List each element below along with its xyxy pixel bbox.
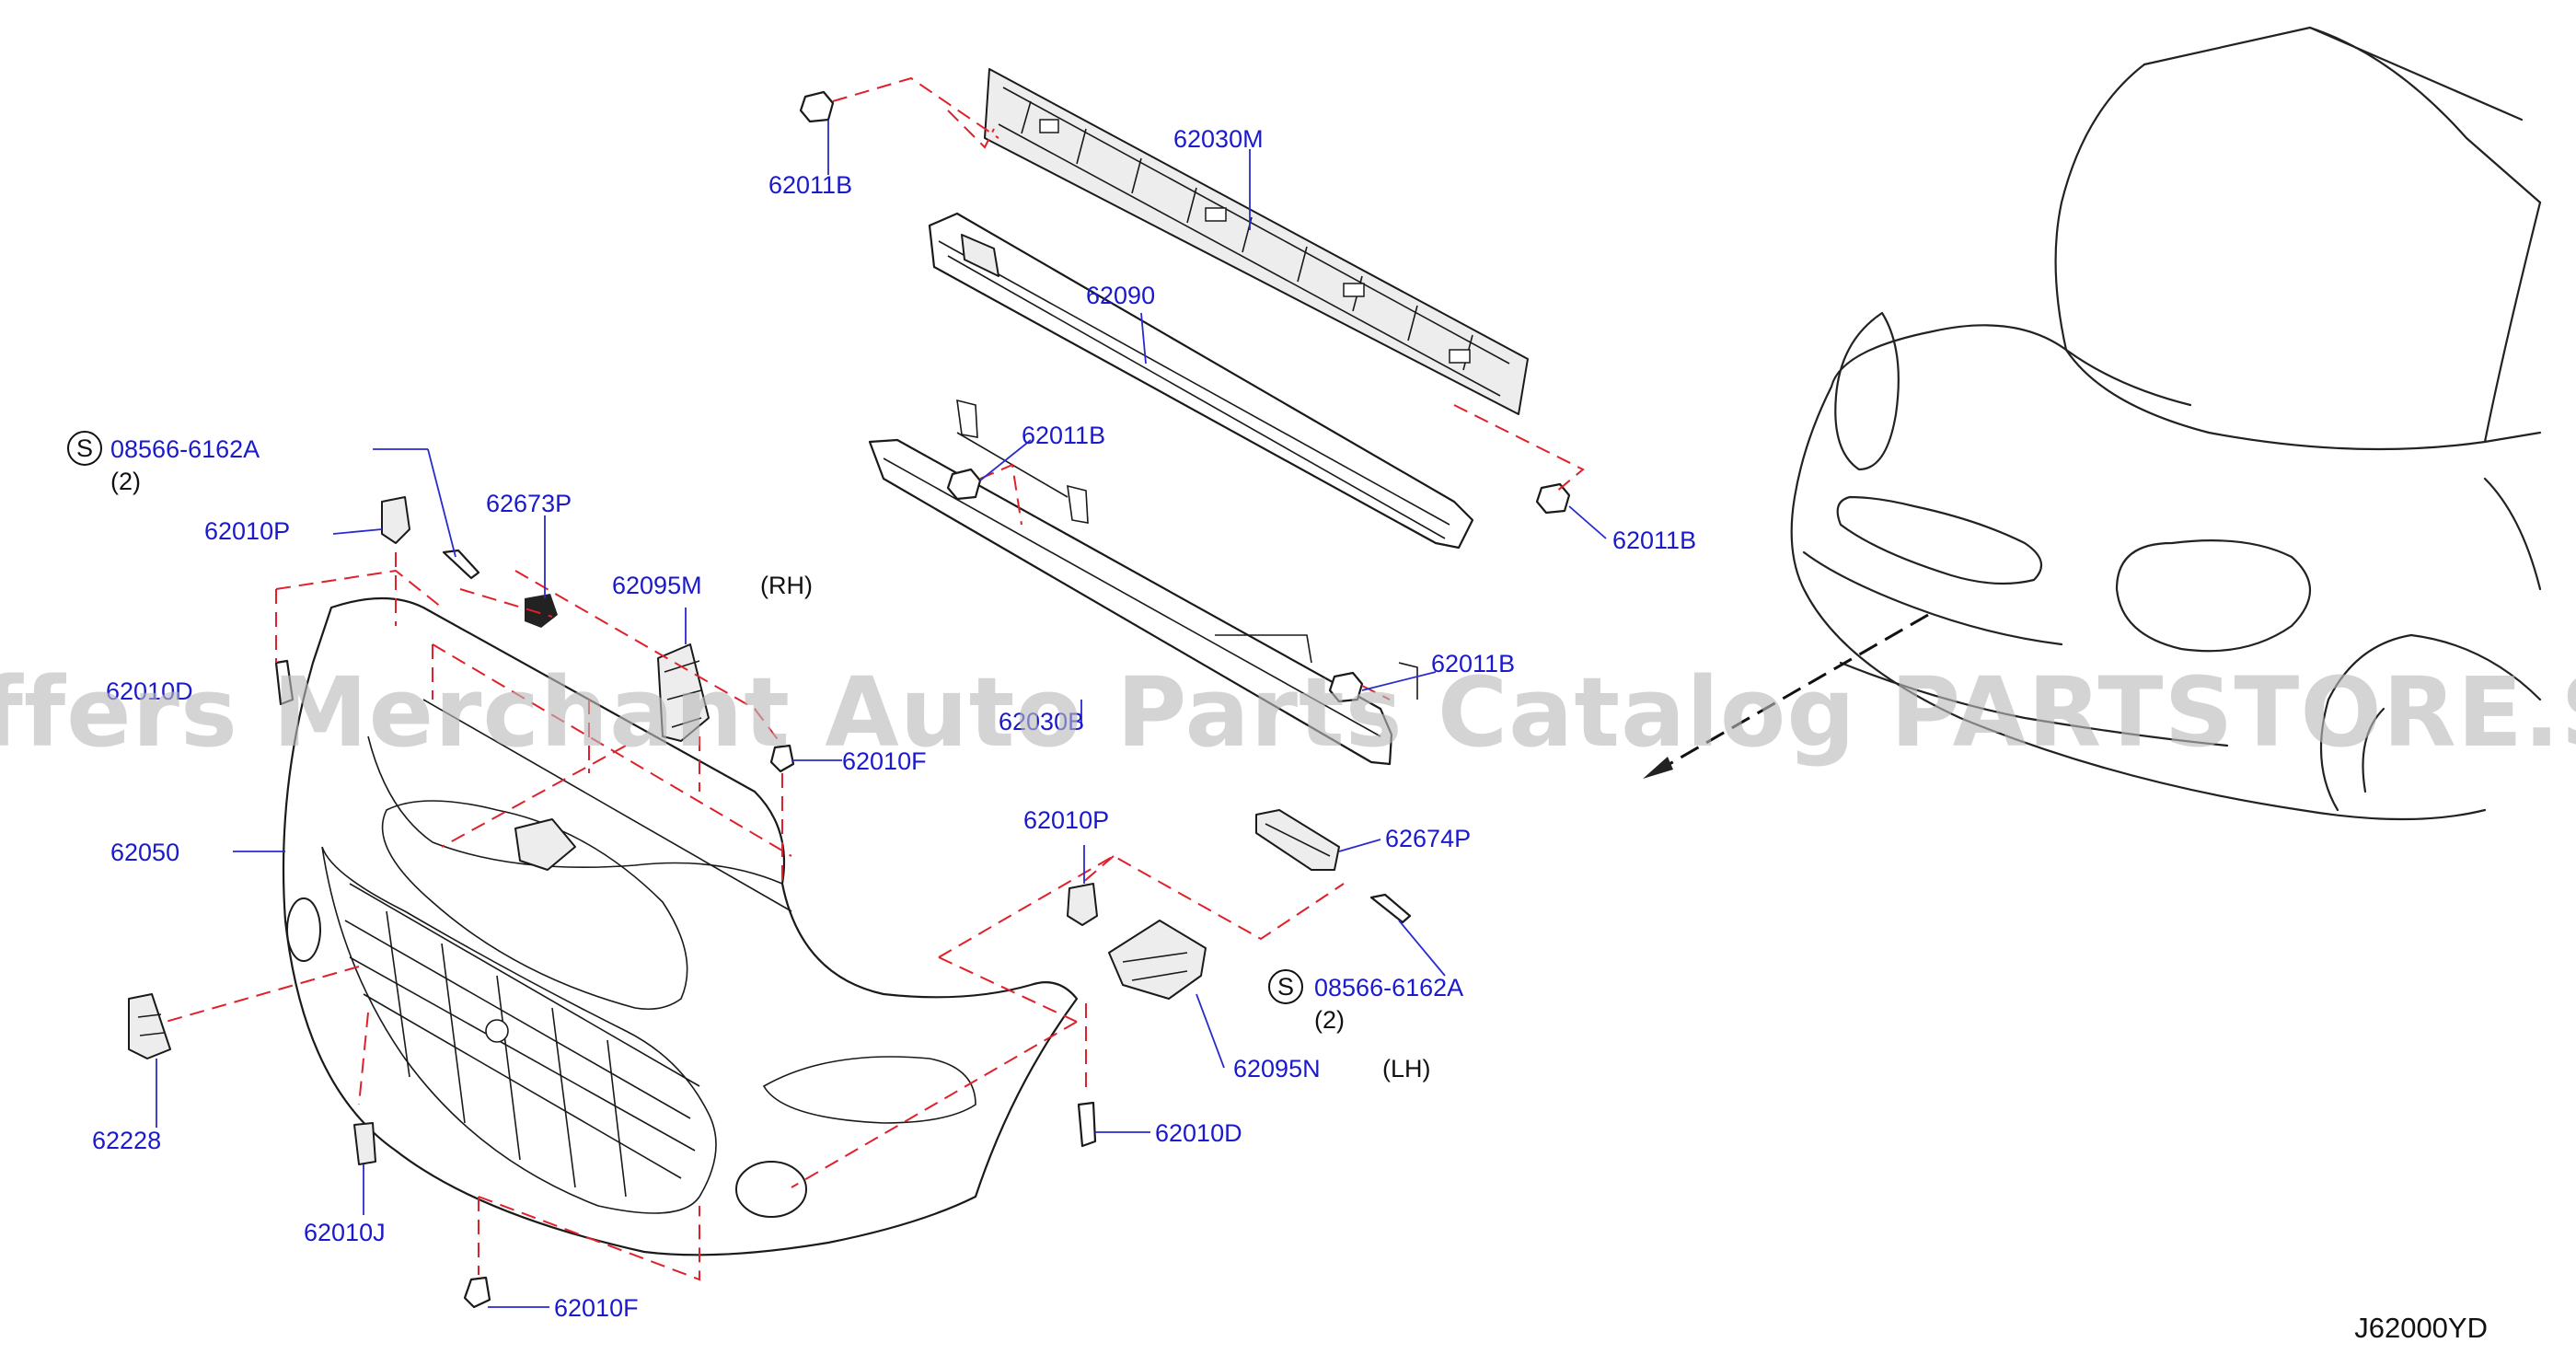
bracket-62095n-part <box>1108 920 1207 1000</box>
diagram-code: J62000YD <box>2354 1312 2488 1344</box>
part-label-62673p[interactable]: 62673P <box>486 490 572 517</box>
nut-62011b-right-part <box>1535 482 1571 515</box>
front-bumper-fascia-part <box>282 596 1079 1256</box>
part-label-62010f-mid[interactable]: 62010F <box>842 747 927 775</box>
clip-62673p-part <box>525 594 558 628</box>
clip-62010f-mid-part <box>769 744 795 773</box>
part-label-62095n[interactable]: 62095N <box>1233 1055 1321 1082</box>
bumper-reinforcement-part <box>928 212 1474 550</box>
part-label-62011b-lower[interactable]: 62011B <box>1431 650 1515 677</box>
part-label-62010d-left[interactable]: 62010D <box>106 677 193 705</box>
part-label-62010p-left[interactable]: 62010P <box>204 517 290 545</box>
vehicle-outline-illustration <box>1790 26 2542 821</box>
nut-62011b-lower-part <box>1328 671 1364 703</box>
part-label-62674p[interactable]: 62674P <box>1385 825 1471 852</box>
part-label-62228[interactable]: 62228 <box>92 1127 161 1154</box>
part-label-62011b-right[interactable]: 62011B <box>1612 527 1696 554</box>
screw-62010d-right-part <box>1077 1101 1097 1148</box>
part-label-62010f-bottom[interactable]: 62010F <box>554 1294 639 1322</box>
bracket-62674p-part <box>1255 809 1340 871</box>
sensor-62228-part <box>128 993 171 1059</box>
clip-62010f-bottom-part <box>463 1276 491 1309</box>
screw-symbol-left: S <box>67 431 102 466</box>
part-label-62050[interactable]: 62050 <box>110 839 179 866</box>
part-label-08566-6162a-left[interactable]: 08566-6162A <box>110 435 260 463</box>
side-label-lh: (LH) <box>1382 1055 1431 1082</box>
leader-lines <box>156 120 1607 1308</box>
assembly-guide-lines <box>165 76 1585 1281</box>
part-label-62030b[interactable]: 62030B <box>999 708 1084 735</box>
part-label-62030m[interactable]: 62030M <box>1173 125 1264 153</box>
part-label-62011b-top[interactable]: 62011B <box>768 171 852 199</box>
part-label-62011b-mid[interactable]: 62011B <box>1022 422 1105 449</box>
screw-symbol-right: S <box>1268 969 1303 1004</box>
part-label-62010p-right[interactable]: 62010P <box>1023 806 1109 834</box>
nut-62011b-top-part <box>799 90 835 123</box>
part-label-62010j[interactable]: 62010J <box>304 1219 386 1246</box>
nut-62011b-mid-part <box>946 468 982 501</box>
clip-62010p-left-part <box>381 496 410 544</box>
quantity-left: (2) <box>110 468 141 495</box>
screw-08566-right-part <box>1369 893 1412 924</box>
screw-08566-left-part <box>442 549 480 580</box>
part-label-62010d-right[interactable]: 62010D <box>1155 1119 1242 1147</box>
side-label-rh: (RH) <box>760 572 813 599</box>
clip-62010p-right-part <box>1067 883 1098 926</box>
energy-absorber-part <box>984 68 1529 415</box>
screw-symbol-left-text: S <box>76 434 93 462</box>
part-label-62090[interactable]: 62090 <box>1086 282 1155 309</box>
clip-62010d-left-part <box>274 659 295 706</box>
watermark-text: Offers Merchant Auto Parts Catalog PARTS… <box>0 656 2576 769</box>
part-label-62095m[interactable]: 62095M <box>612 572 702 599</box>
part-label-08566-6162a-right[interactable]: 08566-6162A <box>1314 974 1463 1001</box>
direction-arrow <box>1643 613 1929 779</box>
quantity-right: (2) <box>1314 1006 1345 1034</box>
clip-62010j-part <box>353 1122 376 1165</box>
screw-symbol-right-text: S <box>1277 973 1294 1001</box>
